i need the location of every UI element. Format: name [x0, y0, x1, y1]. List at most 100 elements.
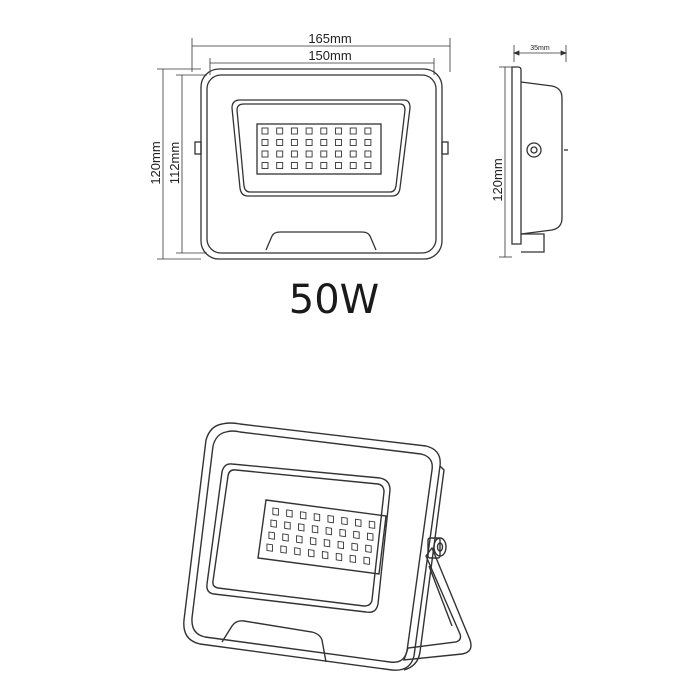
- led-chip: [364, 127, 372, 135]
- led-chip: [313, 513, 321, 522]
- led-chip: [367, 532, 374, 541]
- front-housing-inner: [206, 74, 437, 254]
- persp-handle: [221, 620, 327, 663]
- led-chip: [335, 150, 342, 158]
- led-chip: [261, 139, 269, 146]
- led-chip: [335, 552, 343, 562]
- led-chip: [261, 162, 269, 169]
- led-chip: [363, 556, 370, 565]
- led-chip: [290, 150, 298, 158]
- front-lens-frame: [231, 99, 411, 197]
- led-chip: [349, 127, 357, 135]
- led-chip: [327, 515, 334, 524]
- led-chip: [280, 545, 287, 554]
- led-chip: [341, 516, 348, 526]
- led-chip: [299, 511, 307, 520]
- led-chip: [320, 150, 328, 158]
- led-chip: [290, 139, 298, 146]
- led-chip: [284, 521, 291, 530]
- led-chip: [337, 540, 345, 550]
- perspective-view: [183, 422, 472, 671]
- led-chip: [364, 139, 372, 146]
- led-chip: [305, 127, 313, 135]
- led-chip: [351, 542, 358, 552]
- persp-knob-center: [436, 542, 444, 552]
- front-housing-outer: [200, 68, 443, 260]
- side-dimensions: [499, 45, 568, 258]
- front-lens-inner: [236, 103, 406, 193]
- front-handle: [265, 231, 377, 251]
- persp-knob: [433, 537, 447, 557]
- front-led-grid: [261, 127, 372, 169]
- led-chip: [349, 554, 357, 564]
- led-chip: [261, 150, 269, 158]
- led-chip: [276, 127, 284, 135]
- side-view: [511, 66, 568, 253]
- front-bracket-right: [441, 141, 449, 155]
- led-chip: [294, 547, 301, 556]
- led-chip: [261, 127, 269, 135]
- led-chip: [321, 551, 329, 560]
- led-chip: [298, 523, 305, 532]
- persp-stand: [402, 546, 472, 661]
- led-chip: [272, 507, 279, 516]
- led-chip: [335, 139, 342, 146]
- persp-knob-body: [427, 537, 441, 559]
- led-chip: [323, 539, 331, 548]
- led-chip: [349, 150, 357, 158]
- led-chip: [364, 162, 372, 169]
- led-chip: [335, 162, 342, 169]
- dim-height-inner: 112mm: [167, 142, 182, 184]
- persp-lens-inner: [212, 469, 385, 607]
- front-dimensions: [157, 38, 451, 260]
- dim-depth: 35mm: [530, 45, 550, 52]
- led-chip: [276, 139, 284, 146]
- side-bracket: [521, 233, 545, 253]
- persp-stand-inner: [428, 565, 453, 627]
- front-bracket-left: [194, 141, 202, 155]
- led-chip: [276, 162, 284, 169]
- led-chip: [286, 509, 293, 518]
- led-chip: [355, 518, 362, 528]
- led-chip: [364, 150, 372, 158]
- led-chip: [268, 531, 275, 540]
- led-chip: [368, 520, 376, 529]
- dim-height-outer: 120mm: [148, 141, 163, 184]
- led-chip: [305, 150, 313, 158]
- led-chip: [305, 162, 313, 169]
- led-chip: [311, 525, 319, 534]
- led-chip: [320, 162, 328, 169]
- led-chip: [353, 530, 360, 540]
- led-chip: [320, 139, 328, 146]
- led-chip: [266, 543, 273, 552]
- persp-lens-frame: [206, 463, 391, 614]
- persp-rear-edge: [403, 465, 445, 671]
- led-chip: [339, 528, 346, 538]
- persp-housing-outer: [183, 422, 441, 671]
- front-led-panel: [256, 123, 382, 175]
- front-view: [194, 68, 449, 260]
- led-chip: [325, 527, 333, 536]
- led-chip: [309, 537, 317, 546]
- led-chip: [276, 150, 284, 158]
- led-chip: [335, 127, 342, 135]
- dim-width-inner: 150mm: [308, 48, 351, 63]
- led-chip: [305, 139, 313, 146]
- led-chip: [349, 139, 357, 146]
- wattage-label: 50W: [289, 277, 379, 323]
- persp-led-grid: [266, 507, 376, 565]
- led-chip: [365, 544, 372, 553]
- led-chip: [320, 127, 328, 135]
- led-chip: [290, 162, 298, 169]
- side-housing: [511, 66, 522, 245]
- led-chip: [308, 549, 315, 558]
- led-chip: [290, 127, 298, 135]
- side-knob-outer: [526, 142, 542, 158]
- dim-width-outer: 165mm: [308, 31, 351, 46]
- led-chip: [282, 533, 289, 542]
- side-body: [520, 81, 563, 235]
- persp-housing-inner: [191, 430, 433, 663]
- led-chip: [349, 162, 357, 169]
- led-chip: [296, 535, 303, 544]
